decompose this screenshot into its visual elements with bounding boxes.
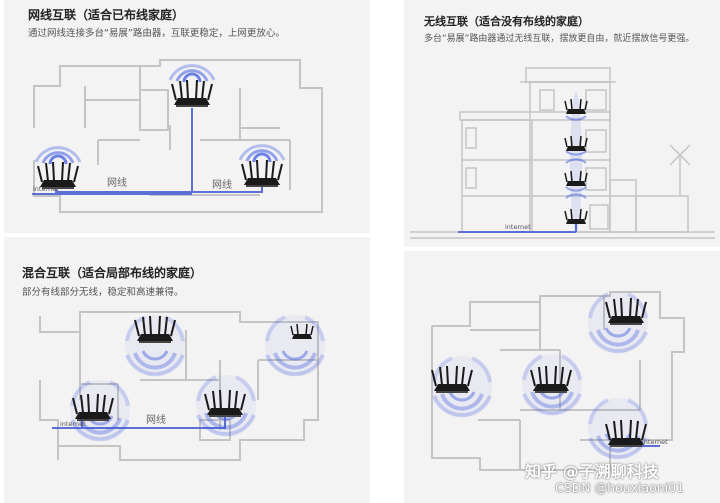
mixed-router-4-signal [194, 373, 258, 437]
wired-router-1-signal [34, 146, 82, 166]
mixed-router-2-signal [263, 313, 327, 377]
wireless-signal-column [565, 92, 587, 232]
panel-wireless [404, 0, 720, 247]
wired-floorplan [33, 59, 323, 213]
mixed-cable-label: 网线 [146, 413, 166, 426]
wireless-building [410, 67, 715, 239]
wired-title: 网线互联（适合已布线家庭） [28, 8, 185, 22]
wired-desc: 通过网线连接多台“易展”路由器，互联更稳定，上网更放心。 [28, 28, 285, 39]
wired-internet-label: internet [33, 185, 59, 193]
mixed-internet-label: internet [60, 420, 86, 428]
wireless-desc: 多台“易展”路由器通过无线互联，摆放更自由，就近摆放信号更强。 [424, 34, 695, 44]
wired-router-2-icon [171, 79, 213, 108]
mixed-title: 混合互联（适合局部布线的家庭） [22, 266, 203, 280]
mixed-router-1-signal [123, 313, 187, 377]
wired-cable-label-1: 网线 [107, 176, 127, 189]
mesh-router-4-signal [586, 396, 650, 460]
mesh-internet-label: internet [642, 438, 668, 446]
csdn-watermark: CSDN @houxiaoni01 [555, 480, 685, 495]
wireless-title: 无线互联（适合没有布线的家庭） [424, 15, 589, 28]
wireless-internet-label: internet [505, 223, 531, 231]
zhihu-watermark: 知乎 @子溯聊科技 [525, 462, 659, 481]
wired-cable-label-2: 网线 [212, 178, 232, 191]
wired-router-3-icon [241, 159, 283, 188]
wired-router-2-signal [168, 64, 216, 84]
mixed-router-3-signal [68, 378, 132, 442]
mixed-desc: 部分有线部分无线，稳定和高速兼得。 [22, 287, 184, 298]
wired-router-3-signal [238, 144, 286, 164]
